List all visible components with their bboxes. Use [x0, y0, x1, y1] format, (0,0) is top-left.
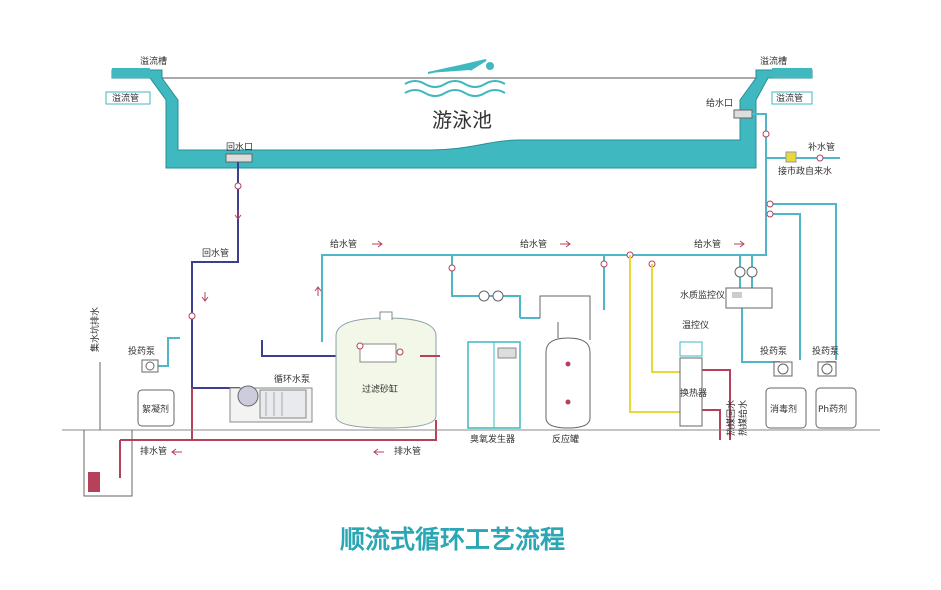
heat-return-label: 热媒回水	[725, 400, 737, 436]
ph-agent-label: Ph药剂	[818, 403, 847, 415]
supply-valve-1	[600, 260, 608, 268]
return-inlet-label: 回水口	[226, 141, 253, 153]
supply-pipe-label-2: 给水管	[520, 238, 547, 250]
return-pipe-label: 回水管	[202, 247, 229, 259]
return-valve-2	[188, 312, 196, 320]
diagram-title: 顺流式循环工艺流程	[340, 525, 565, 554]
return-inlet	[225, 153, 253, 163]
dosing-pump-left	[141, 359, 159, 373]
disinfectant-tank	[765, 387, 807, 429]
sump-pump	[88, 472, 100, 492]
supply-inlet	[733, 109, 753, 119]
temp-controller	[679, 341, 703, 357]
heat-exchanger	[679, 357, 703, 427]
sand-filter-label: 过滤砂缸	[362, 383, 398, 395]
dosing-pump-left-label: 投药泵	[128, 345, 155, 357]
supply-flow-arrow-4	[314, 286, 322, 296]
drain-flow-arrow-1	[171, 448, 182, 456]
sand-filter	[335, 317, 437, 429]
swimming-pool: 游泳池	[111, 59, 813, 169]
overflow-trough-right	[772, 68, 812, 78]
coagulant-label: 絮凝剂	[142, 403, 169, 415]
overflow-trough-left-label: 溢流槽	[140, 55, 167, 67]
overflow-pipe-right-box	[771, 91, 813, 105]
makeup-meter	[785, 151, 797, 163]
overflow-pipe-left-label: 溢流管	[112, 92, 139, 104]
overflow-trough-left	[112, 68, 150, 78]
heat-supply-label: 热媒给水	[737, 400, 749, 436]
ozone-generator-panel	[497, 347, 517, 359]
supply-pipe-label-3: 给水管	[694, 238, 721, 250]
drain-flow-arrow-2	[373, 448, 384, 456]
supply-pipe-label-1: 给水管	[330, 238, 357, 250]
drain-pipe-label-1: 排水管	[140, 445, 167, 457]
gauge-1	[734, 266, 746, 278]
circulation-pump	[229, 385, 313, 423]
gauge-3	[478, 290, 490, 302]
makeup-pipe-label: 补水管	[808, 141, 835, 153]
dosing-pump-right	[817, 361, 837, 377]
overflow-trough-right-label: 溢流槽	[760, 55, 787, 67]
supply-valve-7	[762, 130, 770, 138]
reaction-tank-port-1	[565, 361, 571, 367]
gauge-4	[492, 290, 504, 302]
reaction-tank-port-2	[565, 399, 571, 405]
heat-exchanger-label: 换热器	[680, 387, 707, 399]
return-valve-1	[234, 182, 242, 190]
supply-pipe-line	[158, 113, 840, 367]
return-flow-arrow-1	[234, 210, 242, 220]
supply-inlet-label: 给水口	[706, 97, 733, 109]
pool-label: 游泳池	[432, 108, 492, 132]
supply-valve-5	[766, 200, 774, 208]
quality-monitor-screen	[732, 292, 742, 298]
coagulant-tank	[137, 389, 175, 427]
supply-flow-arrow-1	[372, 240, 383, 248]
sand-filter-top	[379, 311, 393, 320]
drain-pipe-label-2: 排水管	[394, 445, 421, 457]
circulation-pump-label: 循环水泵	[274, 373, 310, 385]
reaction-tank	[545, 337, 591, 429]
supply-flow-arrow-3	[734, 240, 745, 248]
swimmer-logo	[404, 59, 506, 97]
sump-pit	[83, 430, 133, 497]
temp-controller-label: 温控仪	[682, 319, 709, 331]
heat-pipe-line	[629, 255, 680, 413]
reaction-tank-label: 反应罐	[552, 433, 579, 445]
quality-monitor-label: 水质监控仪	[680, 289, 725, 301]
overflow-pipe-left-box	[105, 91, 151, 105]
dosing-pump-mid	[773, 361, 793, 377]
gauge-2	[746, 266, 758, 278]
makeup-valve	[816, 154, 824, 162]
filter-valve	[356, 342, 404, 363]
ozone-generator-label: 臭氧发生器	[470, 433, 515, 445]
return-pipe-line	[191, 162, 361, 389]
ozone-line	[539, 295, 591, 340]
dosing-pump-mid-label: 投药泵	[760, 345, 787, 357]
return-flow-arrow-2	[201, 292, 209, 302]
sump-drain-label: 集水坑排水	[89, 307, 101, 352]
disinfectant-label: 消毒剂	[770, 403, 797, 415]
ph-agent-tank	[815, 387, 857, 429]
city-water-label: 接市政自来水	[778, 165, 832, 177]
supply-valve-6	[766, 210, 774, 218]
dosing-pump-right-label: 投药泵	[812, 345, 839, 357]
supply-valve-4	[448, 264, 456, 272]
overflow-pipe-right-label: 溢流管	[776, 92, 803, 104]
supply-flow-arrow-2	[560, 240, 571, 248]
